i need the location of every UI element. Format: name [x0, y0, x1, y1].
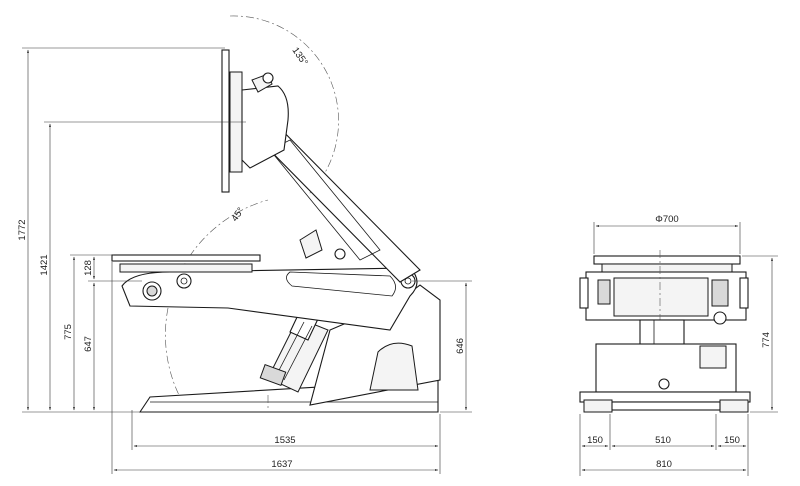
- dim-vertical-1421: 1421: [39, 121, 246, 411]
- dim-label-700: Φ700: [655, 214, 678, 225]
- dim-label-775: 775: [63, 324, 74, 340]
- dim-label-810: 810: [656, 459, 672, 470]
- pivot-mid: [176, 273, 192, 289]
- side-view: 1772 1421 775 647 128 646: [17, 15, 472, 474]
- pivot-left-inner: [146, 285, 158, 297]
- table-horizontal-ring: [119, 263, 253, 273]
- front-control-box: [699, 345, 727, 369]
- table-vertical: [221, 49, 230, 193]
- front-gearbox: [613, 277, 709, 317]
- dim-vertical-775: 775: [63, 254, 114, 411]
- tilt-arm-slot: [286, 271, 396, 297]
- dim-horizontal-front-parts: 150 510 150: [579, 414, 749, 476]
- dim-horizontal-1637: 1637: [111, 262, 441, 474]
- front-foot-left: [583, 399, 613, 413]
- dim-label-150-right: 150: [724, 435, 740, 446]
- dim-label-647: 647: [83, 336, 94, 352]
- front-right-bracket: [739, 277, 749, 309]
- front-left-motor: [597, 279, 611, 305]
- dim-label-774: 774: [761, 332, 772, 348]
- front-left-bracket: [579, 277, 589, 309]
- front-foot-right: [719, 399, 749, 413]
- dim-horizontal-1535: 1535: [131, 410, 441, 450]
- dim-label-150-left: 150: [587, 435, 603, 446]
- dim-label-510: 510: [655, 435, 671, 446]
- dim-label-1535: 1535: [274, 435, 295, 446]
- dim-label-128: 128: [83, 260, 94, 276]
- dim-label-1772: 1772: [17, 219, 28, 240]
- angle-label-45: 45°: [229, 205, 246, 223]
- dim-horizontal-810: 810: [581, 459, 747, 472]
- table-horizontal: [111, 254, 261, 262]
- front-foot-center: [611, 401, 721, 411]
- tilt-arm: [121, 267, 418, 331]
- front-right-motor: [711, 279, 729, 307]
- dim-vertical-128: 128: [83, 256, 96, 280]
- dim-diameter-700: Φ700: [593, 214, 741, 254]
- angle-label-135: 135°: [290, 45, 310, 68]
- motor-cap: [262, 72, 274, 84]
- tilt-arc-135: [229, 15, 339, 196]
- dim-vertical-647: 647: [83, 280, 142, 411]
- raised-bracket: [299, 229, 323, 259]
- dim-label-1637: 1637: [271, 459, 292, 470]
- dim-label-1421: 1421: [39, 254, 50, 275]
- pivot-right-inner: [404, 277, 412, 285]
- front-right-knob: [713, 311, 727, 325]
- front-port: [658, 378, 670, 390]
- dim-vertical-774: 774: [742, 255, 778, 413]
- dim-label-646: 646: [455, 338, 466, 354]
- table-vertical-housing: [241, 85, 289, 169]
- dim-vertical-646: 646: [412, 280, 472, 413]
- dim-vertical-1772: 1772: [17, 47, 225, 413]
- front-table: [593, 255, 741, 265]
- pivot-mid-inner: [180, 277, 188, 285]
- housing-window: [369, 342, 419, 391]
- front-view: Φ700 774 150 510 150 810: [579, 214, 778, 476]
- raised-pivot-lower: [334, 248, 346, 260]
